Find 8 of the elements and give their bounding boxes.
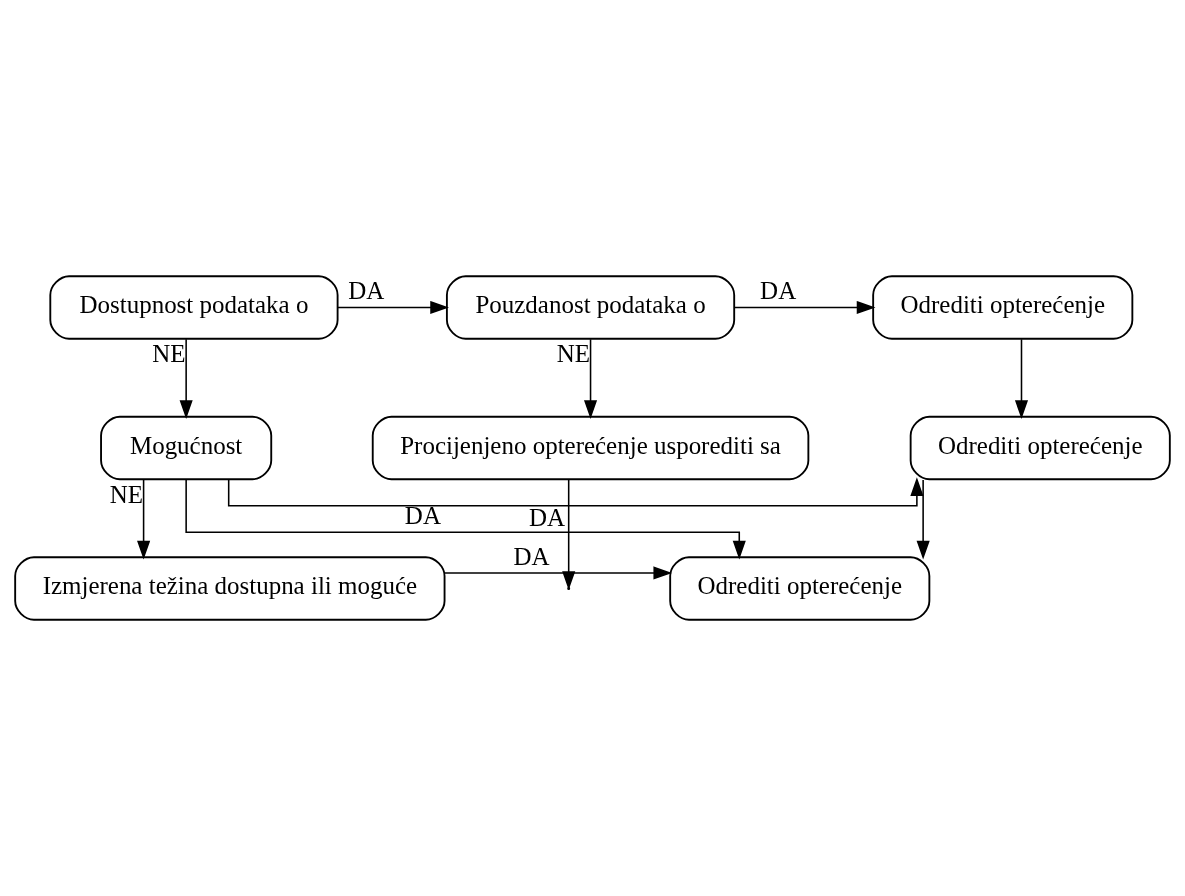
edge-label: DA bbox=[513, 542, 550, 570]
edge-label: DA bbox=[760, 277, 797, 305]
edge-label: NE bbox=[556, 340, 591, 368]
edge-label: NE bbox=[152, 340, 186, 368]
edge-label: DA bbox=[528, 503, 566, 531]
edge-label: DA bbox=[404, 502, 441, 530]
edge-label: DA bbox=[348, 277, 385, 305]
edge-label: NE bbox=[109, 480, 144, 508]
